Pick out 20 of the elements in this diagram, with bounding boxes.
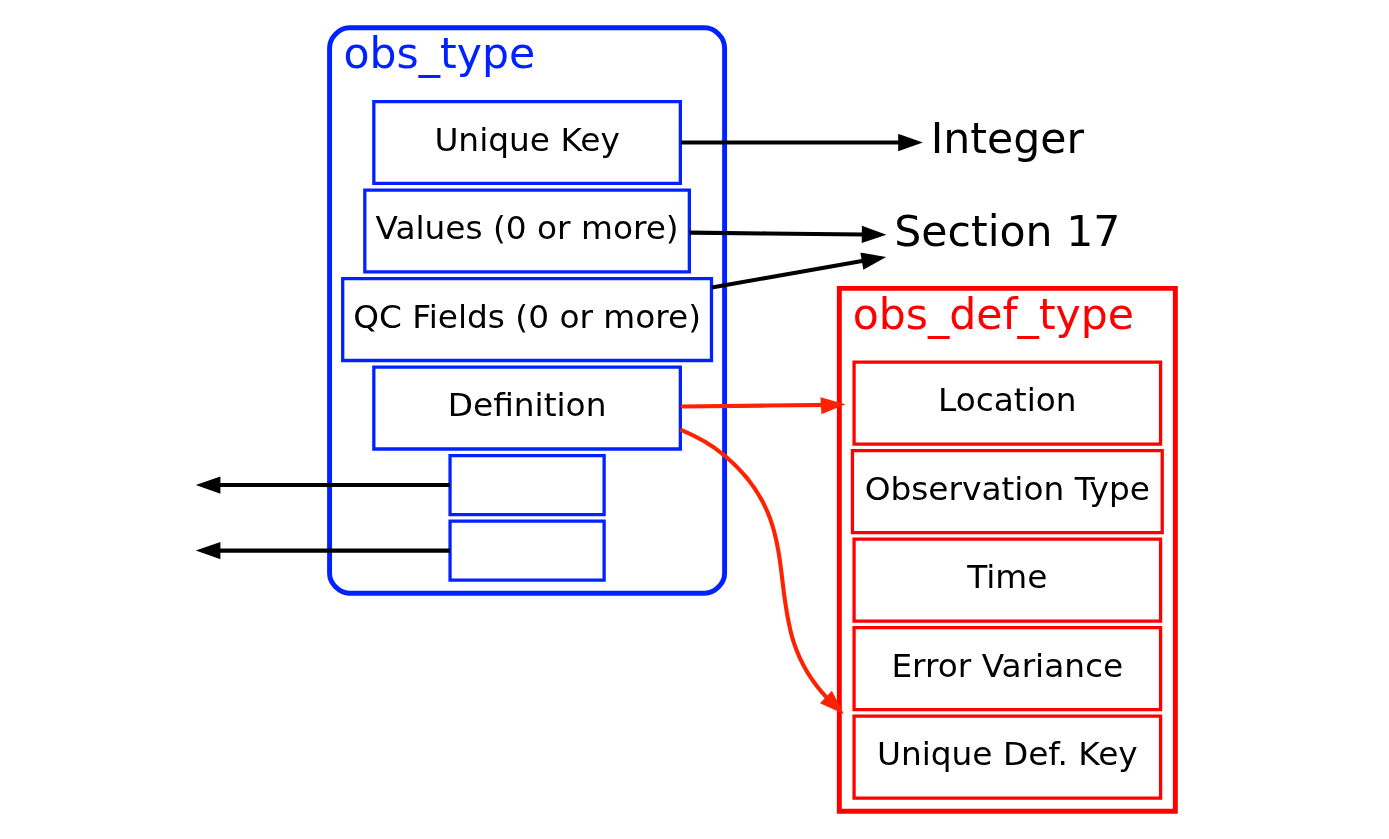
node-box: QC Fields (0 or more) bbox=[341, 276, 714, 363]
node-box bbox=[448, 453, 606, 517]
node-box: Observation Type bbox=[850, 449, 1164, 535]
node-text: Section 17 bbox=[894, 206, 1121, 257]
arrow bbox=[195, 476, 450, 494]
node-box bbox=[448, 519, 606, 582]
arrow bbox=[680, 133, 923, 152]
node-box: Unique Key bbox=[372, 99, 682, 186]
arrow bbox=[711, 252, 887, 290]
arrow bbox=[680, 397, 846, 415]
node-box: Error Variance bbox=[852, 626, 1163, 712]
node-box: Values (0 or more) bbox=[363, 188, 691, 274]
node-box: Unique Def. Key bbox=[852, 714, 1163, 800]
node-box: Location bbox=[852, 360, 1163, 446]
arrow bbox=[195, 542, 450, 560]
node-text: Integer bbox=[930, 112, 1084, 163]
node-box: Definition bbox=[372, 365, 682, 451]
node-box: Time bbox=[852, 537, 1163, 623]
arrow bbox=[689, 225, 887, 244]
arrow bbox=[679, 427, 844, 714]
